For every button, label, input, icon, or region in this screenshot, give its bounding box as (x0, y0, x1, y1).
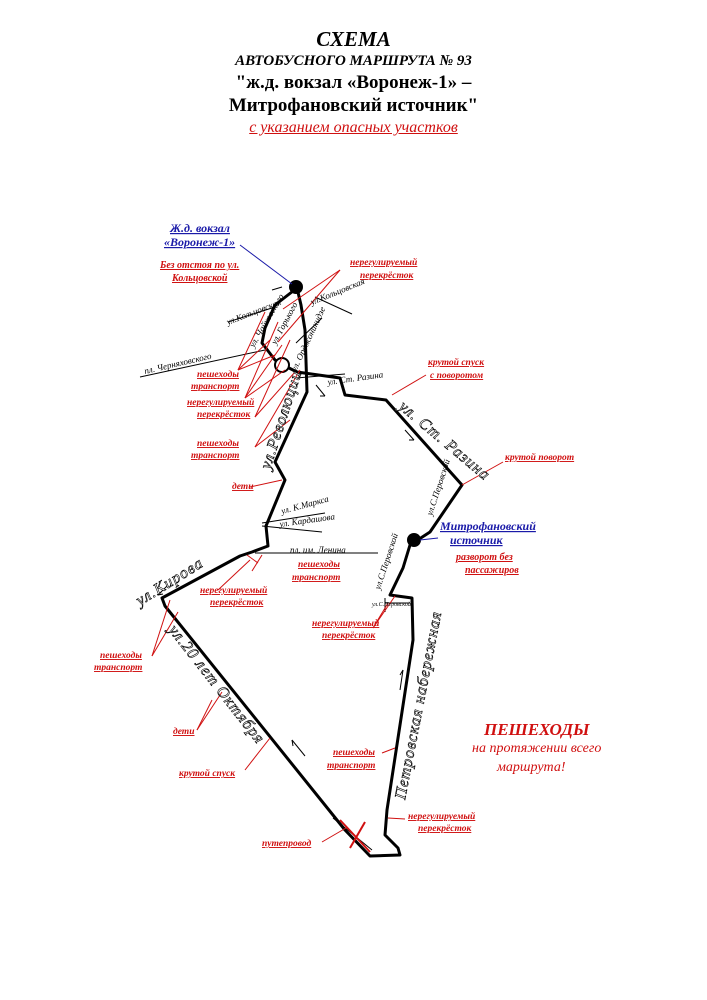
street-petrovskaya: Петровская набережная (392, 610, 445, 802)
hazard-unreg-4-b: перекрёсток (322, 631, 376, 641)
danger-note: с указанием опасных участков (249, 119, 458, 136)
subtitle: АВТОБУСНОГО МАРШРУТА № 93 (235, 53, 472, 69)
hazard-unreg-1-b: перекрёсток (360, 271, 414, 281)
start-stop-name-1: Ж.д. вокзал (169, 221, 230, 235)
hazard-ped-1-a: пешеходы (197, 369, 239, 380)
hazard-steep-turn-b: с поворотом (430, 371, 484, 381)
street-lenina: пл. им. Ленина (290, 545, 346, 555)
warning-line-2: маршрута! (496, 760, 566, 775)
hazard-ped-4-b: транспорт (94, 663, 142, 673)
hazard-steep-turn-a: крутой спуск (428, 357, 485, 368)
hazard-unreg-5-b: перекрёсток (418, 824, 472, 834)
end-stop-marker (407, 533, 421, 547)
hazard-unreg-2-a: нерегулируемый (187, 397, 254, 408)
title: СХЕМА (316, 27, 391, 51)
warning-title: ПЕШЕХОДЫ (483, 720, 590, 739)
route-line-1: "ж.д. вокзал «Воронеж-1» – (235, 72, 472, 93)
hazard-sharp-turn: крутой поворот (505, 452, 574, 463)
hazard-unreg-4-a: нерегулируемый (312, 618, 379, 629)
start-note-1: Без отстоя по ул. (159, 260, 239, 271)
street-st-razina-1: ул. Ст. Разина (326, 369, 384, 387)
overpass-mark (339, 819, 371, 853)
hazard-children-1: дети (232, 481, 253, 492)
street-ordzhonikidze: ул. Орджоникидзе (288, 305, 327, 374)
hazard-ped-3-b: транспорт (292, 573, 340, 583)
junction-ring (274, 357, 290, 373)
hazard-ped-2-a: пешеходы (197, 438, 239, 449)
end-note-1: разворот без (455, 552, 513, 563)
hazard-ped-1-b: транспорт (191, 382, 239, 392)
hazard-ped-4-a: пешеходы (100, 650, 142, 661)
start-stop-marker (289, 280, 303, 294)
hazard-ped-5-a: пешеходы (333, 747, 375, 758)
end-stop-name-1: Митрофановский (439, 519, 536, 533)
street-koltsovskaya-2: ул.Кольцовская (308, 276, 366, 307)
leader-lines (151, 269, 504, 843)
end-note-2: пассажиров (465, 565, 519, 576)
street-perovskoy-top: ул.С.Перовской (424, 458, 452, 518)
hazard-unreg-1-a: нерегулируемый (350, 257, 417, 268)
direction-arrows (157, 286, 415, 757)
street-perovskoy-b: ул.С.Перовской (371, 601, 411, 608)
hazard-unreg-3-a: нерегулируемый (200, 585, 267, 596)
hazard-ped-3-a: пешеходы (298, 559, 340, 570)
start-stop-name-2: «Воронеж-1» (164, 235, 235, 249)
hazard-unreg-2-b: перекрёсток (197, 410, 251, 420)
side-streets (139, 296, 410, 851)
hazard-children-2: дети (173, 726, 194, 737)
warning-line-1: на протяжении всего (472, 741, 601, 756)
hazard-steep-descent: крутой спуск (179, 768, 236, 779)
end-stop-name-2: источник (450, 533, 504, 547)
hazard-unreg-5-a: нерегулируемый (408, 811, 475, 822)
route-line-2: Митрофановский источник" (228, 95, 479, 116)
hazard-ped-5-b: транспорт (327, 761, 375, 771)
stop-leaders (239, 244, 439, 541)
header: СХЕМА АВТОБУСНОГО МАРШРУТА № 93 "ж.д. во… (0, 28, 707, 139)
hazard-overpass: путепровод (262, 838, 312, 849)
hazard-ped-2-b: транспорт (191, 451, 239, 461)
route-line (160, 286, 464, 858)
start-note-2: Кольцовской (171, 273, 228, 284)
hazard-unreg-3-b: перекрёсток (210, 598, 264, 608)
